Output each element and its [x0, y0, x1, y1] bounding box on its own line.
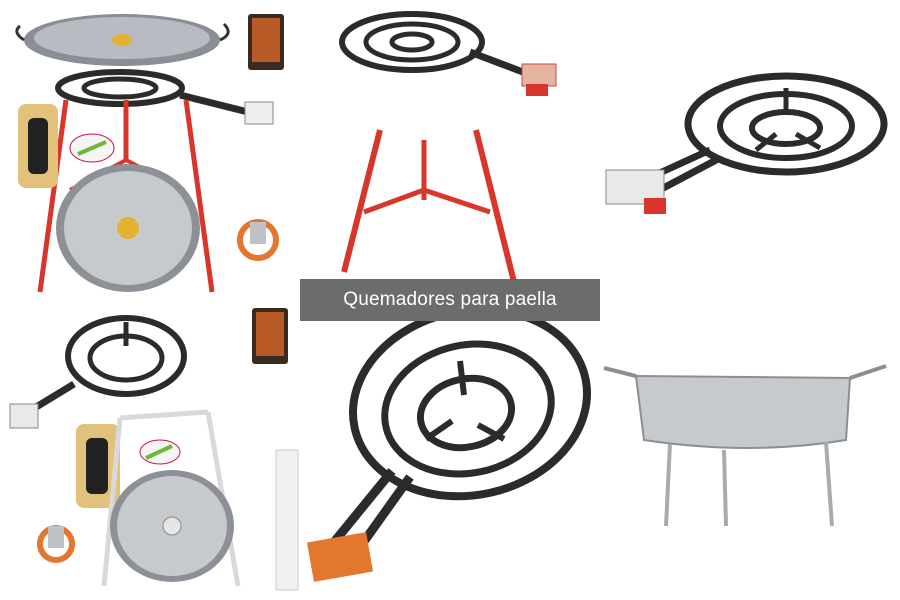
large-ring-burner-icon — [306, 321, 591, 582]
burner-tripod-icon — [339, 11, 557, 280]
paella-kit-white-stand — [0, 300, 300, 600]
paella-kit-red-stand — [0, 0, 300, 300]
windshield-stand-icon — [603, 364, 887, 527]
burner-tripod — [300, 0, 600, 280]
caption-banner: Quemadores para paella — [300, 279, 600, 321]
caption-text: Quemadores para paella — [343, 289, 557, 310]
paella-kit-white-stand-icon — [9, 308, 299, 591]
windshield-stand — [600, 300, 900, 600]
large-ring-burner — [300, 321, 600, 600]
triple-ring-burner-icon — [605, 72, 888, 214]
paella-kit-red-stand-icon — [15, 14, 284, 293]
triple-ring-burner — [600, 0, 900, 300]
